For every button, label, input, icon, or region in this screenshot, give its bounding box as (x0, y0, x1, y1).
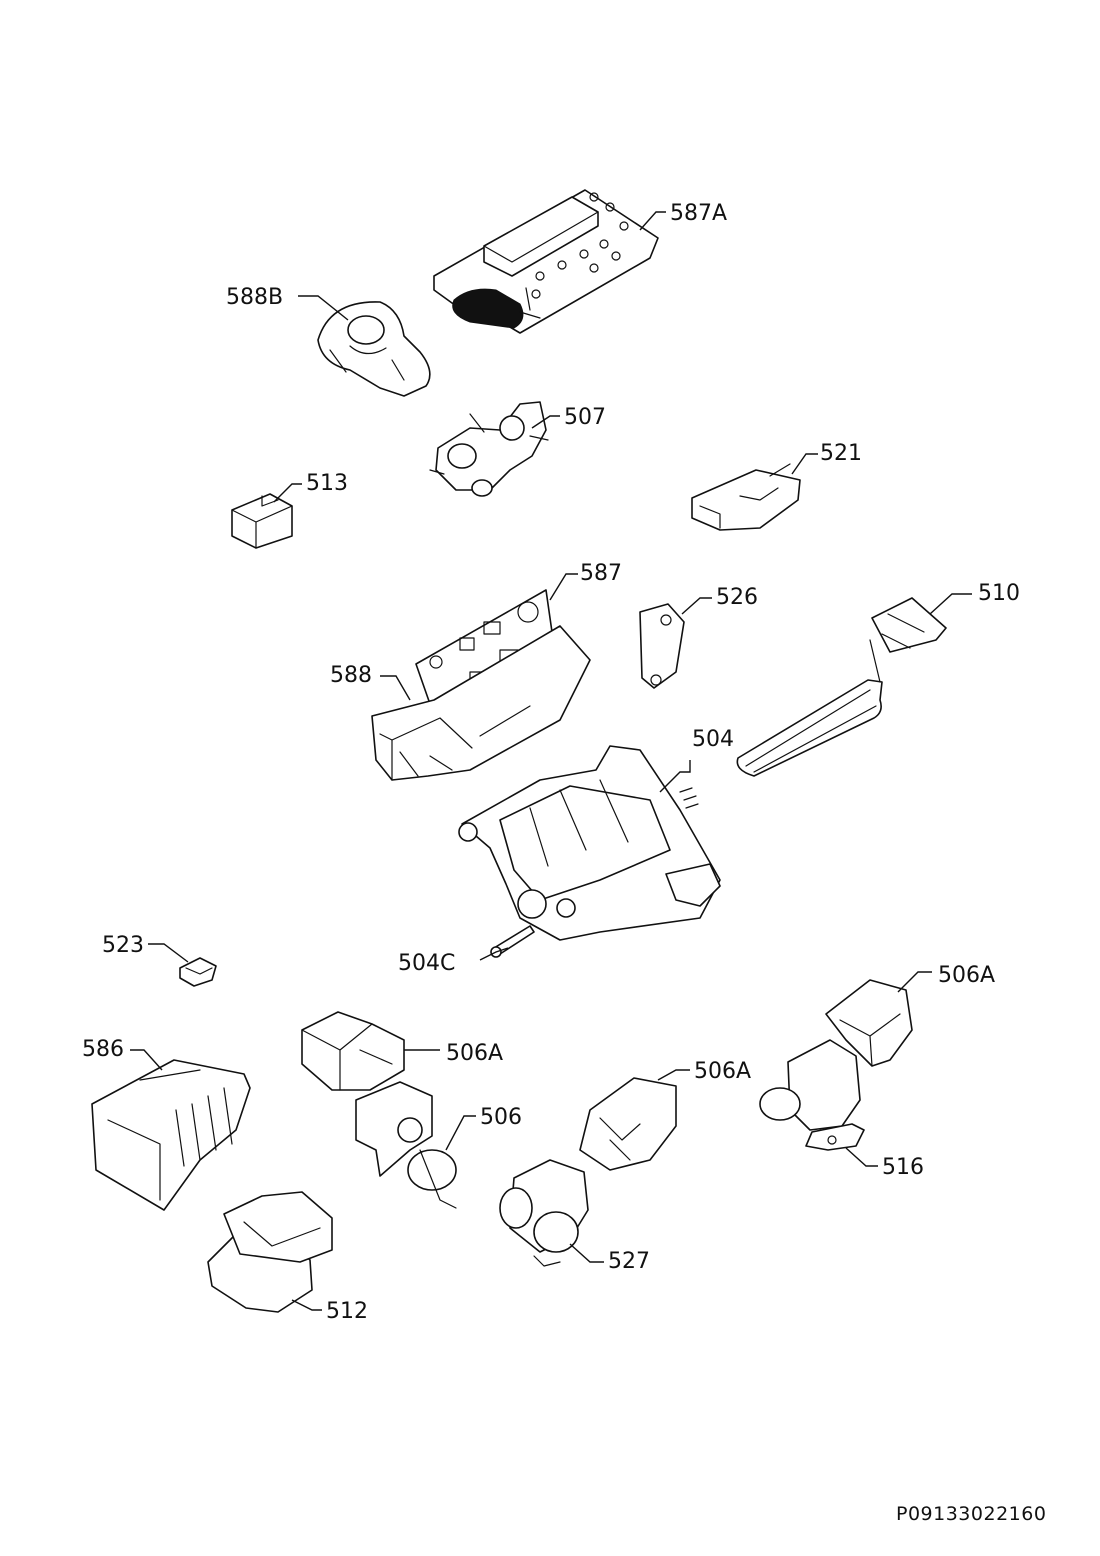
callout-586: 586 (82, 1037, 124, 1062)
callout-512: 512 (326, 1299, 368, 1324)
callout-588: 588 (330, 663, 372, 688)
part-586-housing (91, 1059, 251, 1211)
part-512-lid (207, 1191, 333, 1313)
callout-504c: 504C (398, 951, 455, 976)
part-588-board-housing (371, 625, 591, 781)
callout-506a-middle: 506A (694, 1059, 751, 1084)
leader-lines (130, 211, 972, 1311)
callout-506a-right: 506A (938, 963, 995, 988)
callout-507: 507 (564, 405, 606, 430)
part-523-clip (179, 957, 217, 987)
part-506a-left-cover (301, 1011, 405, 1091)
part-527-pump (499, 1159, 589, 1267)
part-504c-screw (490, 925, 535, 958)
part-587a-control-board (433, 189, 659, 334)
callout-513: 513 (306, 471, 348, 496)
callout-588b: 588B (226, 285, 283, 310)
drawing-code: P09133022160 (896, 1503, 1047, 1525)
callout-521: 521 (820, 441, 862, 466)
callout-516: 516 (882, 1155, 924, 1180)
part-521-door-lock (691, 463, 801, 531)
part-506a-middle-cover (579, 1077, 677, 1171)
callout-504: 504 (692, 727, 734, 752)
part-506-pump (355, 1081, 457, 1209)
part-507-inlet-valve (429, 401, 549, 497)
callout-587a: 587A (670, 201, 727, 226)
callout-506a-left: 506A (446, 1041, 503, 1066)
callout-526: 526 (716, 585, 758, 610)
part-506a-right-cover (825, 979, 913, 1067)
part-504-motor (458, 745, 721, 941)
part-526-sensor (639, 603, 685, 689)
part-510-heating-element (736, 597, 947, 777)
callout-523: 523 (102, 933, 144, 958)
part-516-pump (759, 1039, 865, 1151)
callout-510: 510 (978, 581, 1020, 606)
part-513-filter (231, 493, 293, 549)
callout-587: 587 (580, 561, 622, 586)
callout-labels: 587A 588B 507 513 521 587 526 510 588 50… (82, 201, 1020, 1324)
callout-506: 506 (480, 1105, 522, 1130)
part-588b-cover (317, 301, 431, 397)
callout-527: 527 (608, 1249, 650, 1274)
